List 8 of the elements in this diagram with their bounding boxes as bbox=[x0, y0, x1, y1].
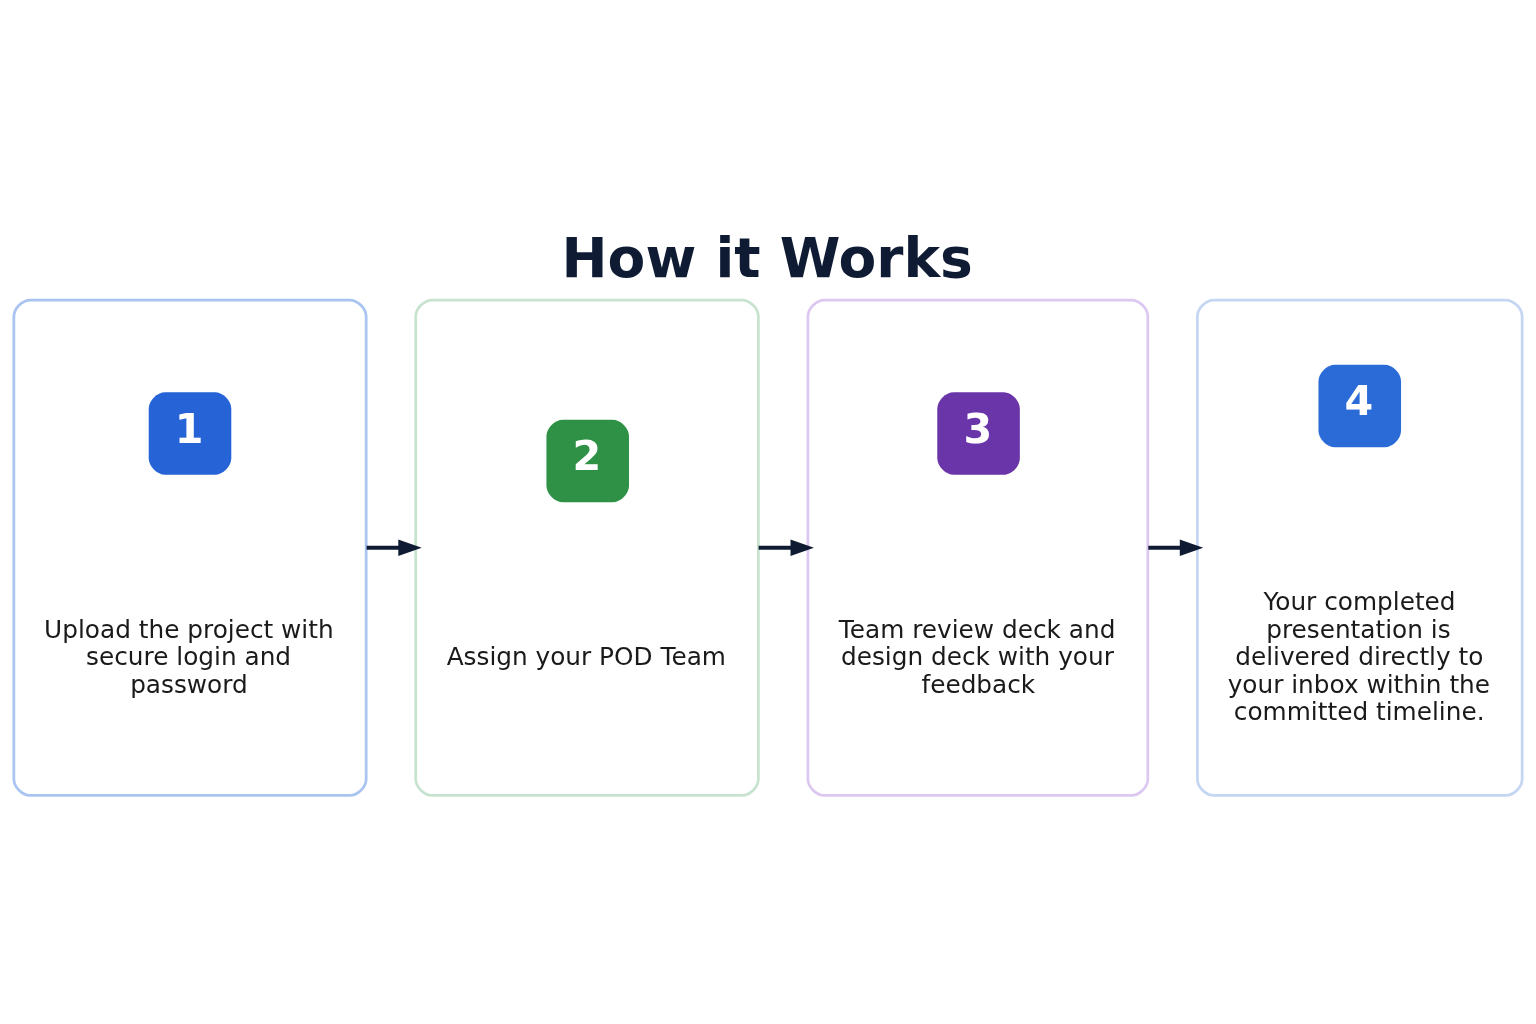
node-box: 1 Upload the project with secure login and password bbox=[12, 298, 368, 797]
node-box: 2 Assign your POD Team bbox=[414, 298, 760, 797]
node-box: 4 Your completed presentation is delivered directly to your inbox within the committed timeline. bbox=[1196, 298, 1524, 797]
diagram-title: How it Works bbox=[561, 225, 973, 290]
arrow bbox=[1148, 539, 1204, 556]
node-box: 3 Team review deck and design deck with your feedback bbox=[806, 298, 1150, 797]
arrow bbox=[366, 539, 422, 556]
arrow bbox=[758, 539, 814, 556]
